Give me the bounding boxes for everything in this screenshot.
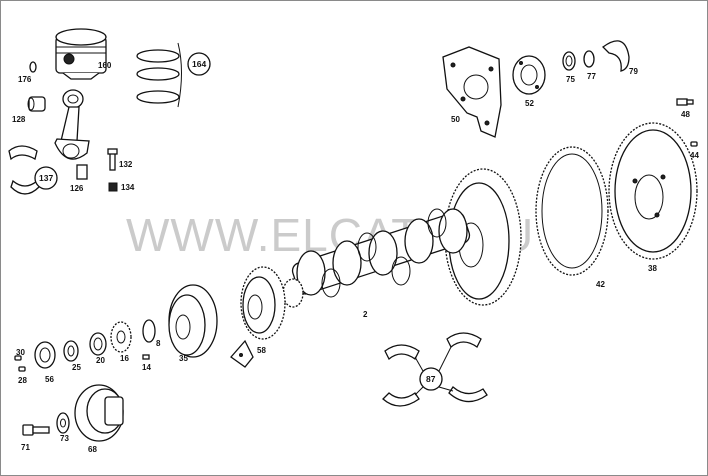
rod-bolt[interactable] — [107, 148, 118, 171]
washer-25[interactable] — [63, 340, 79, 362]
label-56: 56 — [45, 375, 54, 384]
adapter-plate[interactable] — [442, 46, 502, 138]
rod-nut[interactable] — [108, 182, 118, 192]
spacer-20[interactable] — [89, 332, 107, 356]
label-20: 20 — [96, 356, 105, 365]
flywheel-main[interactable] — [444, 168, 522, 306]
label-134: 134 — [121, 183, 135, 192]
seal-ring-75[interactable] — [562, 51, 576, 71]
piston-pin-clip[interactable] — [29, 61, 37, 73]
callout-164[interactable]: 164 — [187, 52, 211, 76]
spacer-77[interactable] — [583, 50, 595, 68]
pulley-35[interactable] — [168, 284, 218, 358]
label-30: 30 — [16, 348, 25, 357]
label-75: 75 — [566, 75, 575, 84]
label-35: 35 — [179, 354, 188, 363]
label-164: 164 — [192, 59, 206, 69]
hub-68[interactable] — [74, 384, 124, 442]
retaining-ring-79[interactable] — [602, 40, 630, 72]
label-44: 44 — [690, 151, 699, 160]
label-48: 48 — [681, 110, 690, 119]
label-68: 68 — [88, 445, 97, 454]
label-14: 14 — [142, 363, 151, 372]
piston-pin-bushing[interactable] — [27, 96, 46, 112]
label-52: 52 — [525, 99, 534, 108]
flywheel-38[interactable] — [608, 122, 698, 260]
label-126: 126 — [70, 184, 84, 193]
seal-56[interactable] — [34, 341, 56, 369]
label-25: 25 — [72, 363, 81, 372]
bracket-58[interactable] — [230, 339, 254, 368]
bolt-48[interactable] — [676, 98, 694, 106]
label-58: 58 — [257, 346, 266, 355]
label-28: 28 — [18, 376, 27, 385]
o-ring-8[interactable] — [142, 319, 156, 343]
label-132: 132 — [119, 160, 133, 169]
key-14[interactable] — [142, 354, 150, 360]
seal-flange[interactable] — [512, 55, 546, 95]
rod-bearing-shells[interactable] — [8, 145, 40, 195]
sprocket-16[interactable] — [110, 321, 132, 353]
label-8: 8 — [156, 339, 161, 348]
connecting-rod[interactable] — [54, 89, 90, 180]
label-77: 77 — [587, 72, 596, 81]
washer-73[interactable] — [56, 412, 70, 434]
dowel-pin-44[interactable] — [690, 141, 698, 147]
main-bearing-shells[interactable] — [382, 332, 488, 407]
bolt-71[interactable] — [22, 424, 50, 436]
label-38: 38 — [648, 264, 657, 273]
label-71: 71 — [21, 443, 30, 452]
label-87: 87 — [426, 374, 436, 384]
label-79: 79 — [629, 67, 638, 76]
label-160: 160 — [98, 61, 112, 70]
piston[interactable] — [55, 28, 107, 80]
label-128: 128 — [12, 115, 26, 124]
label-73: 73 — [60, 434, 69, 443]
pin-28[interactable] — [18, 366, 26, 372]
pin-30[interactable] — [14, 355, 22, 361]
label-137: 137 — [39, 173, 53, 183]
label-176: 176 — [18, 75, 32, 84]
piston-rings[interactable] — [136, 42, 182, 108]
callout-137[interactable]: 137 — [34, 166, 58, 190]
vibration-damper[interactable] — [240, 266, 286, 340]
label-42: 42 — [596, 280, 605, 289]
ring-gear-42[interactable] — [535, 146, 609, 276]
crankshaft[interactable] — [282, 208, 472, 308]
label-50: 50 — [451, 115, 460, 124]
label-2: 2 — [363, 310, 368, 319]
label-16: 16 — [120, 354, 129, 363]
callout-87[interactable]: 87 — [419, 367, 443, 391]
